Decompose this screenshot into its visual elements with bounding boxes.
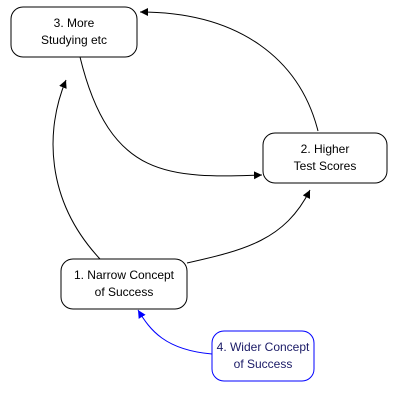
node-more-studying-line1: 3. More: [54, 16, 95, 30]
node-narrow-concept: 1. Narrow Concept of Success: [60, 258, 188, 310]
node-higher-scores-line2: Test Scores: [294, 159, 357, 173]
node-more-studying-line2: Studying etc: [41, 33, 107, 47]
edge-scores-to-studying: [139, 8, 319, 132]
edge-narrow-to-studying: [52, 79, 101, 260]
edge-studying-to-scores: [79, 56, 263, 180]
node-higher-scores: 2. Higher Test Scores: [262, 132, 388, 184]
node-narrow-concept-line1: 1. Narrow Concept: [74, 268, 175, 282]
node-wider-concept-line2: of Success: [234, 357, 293, 371]
node-wider-concept: 4. Wider Concept of Success: [211, 330, 315, 382]
edge-wider-to-narrow: [137, 309, 213, 355]
node-wider-concept-line1: 4. Wider Concept: [217, 340, 310, 354]
edge-narrow-to-scores: [186, 189, 311, 264]
node-more-studying: 3. More Studying etc: [10, 6, 138, 58]
node-narrow-concept-line2: of Success: [95, 285, 154, 299]
node-higher-scores-line1: 2. Higher: [301, 142, 350, 156]
